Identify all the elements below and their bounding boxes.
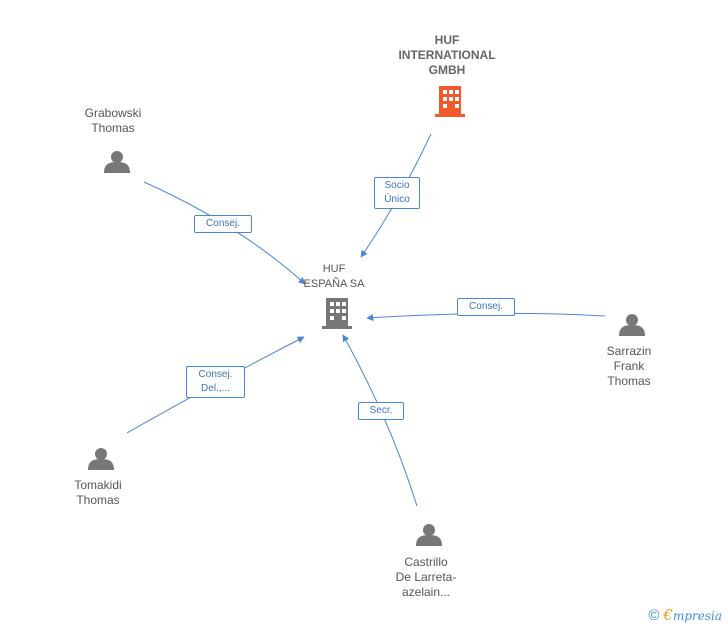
node-label-tomakidi[interactable]: Tomakidi Thomas [74, 478, 122, 507]
person-icon[interactable] [416, 524, 442, 546]
node-label-sarrazin[interactable]: Sarrazin Frank Thomas [606, 344, 652, 388]
footer-brand: ©€mpresia [648, 606, 722, 624]
brand-name: mpresia [672, 609, 722, 623]
person-icon[interactable] [619, 314, 645, 336]
copyright-symbol: © [648, 607, 660, 624]
node-label-castrillo[interactable]: Castrillo De Larreta- azelain... [395, 555, 457, 599]
node-label-huf-international[interactable]: HUF INTERNATIONAL GMBH [398, 33, 496, 77]
building-icon[interactable] [435, 86, 465, 117]
edge-label-secr[interactable]: Secr. [358, 402, 404, 420]
edge-castrillo-to-huf-es [342, 334, 418, 507]
building-icon[interactable] [322, 298, 352, 329]
brand-logo-e: € [663, 606, 673, 624]
person-icon[interactable] [104, 151, 130, 173]
edge-label-socio-unico[interactable]: Socio Único [374, 177, 420, 209]
node-label-grabowski[interactable]: Grabowski Thomas [84, 106, 142, 135]
edge-label-consej-grabowski[interactable]: Consej. [194, 215, 252, 233]
node-label-huf-espana[interactable]: HUF ESPAÑA SA [303, 263, 365, 290]
edge-label-consej-sarrazin[interactable]: Consej. [457, 298, 515, 316]
person-icon[interactable] [88, 448, 114, 470]
edge-label-consej-del-tomakidi[interactable]: Consej. Del.,... [186, 366, 245, 398]
